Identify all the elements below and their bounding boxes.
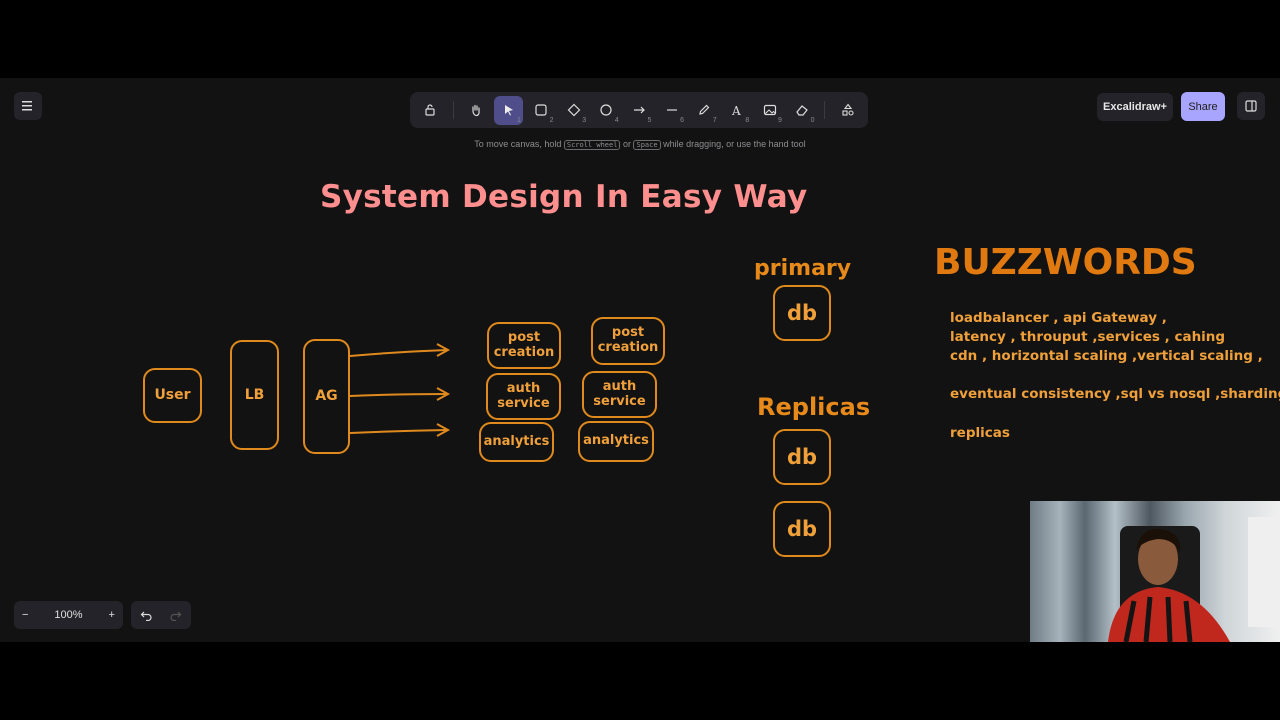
kbd-space: Space [633, 140, 661, 150]
replica-db-box-2[interactable]: db [773, 501, 831, 557]
auth-service-box-2[interactable]: auth service [582, 371, 657, 418]
buzzword-line: eventual consistency ,sql vs nosql ,shar… [950, 386, 1280, 402]
analytics-box-2[interactable]: analytics [578, 421, 654, 462]
library-sidebar-button[interactable] [1237, 92, 1265, 120]
pointer-icon [504, 105, 513, 116]
replicas-label: Replicas [757, 393, 871, 421]
tool-shortcut: 3 [582, 116, 587, 124]
ellipse-icon [600, 104, 613, 116]
tool-extra[interactable] [833, 96, 862, 125]
webcam-overlay [1030, 501, 1280, 642]
shapes-library-icon [842, 103, 854, 116]
main-menu-button[interactable] [14, 92, 42, 120]
ag-box[interactable]: AG [303, 339, 350, 454]
tool-shortcut: 9 [777, 116, 782, 124]
eraser-icon [796, 105, 809, 116]
text-icon: A [731, 104, 741, 117]
tool-ellipse[interactable]: 4 [592, 96, 621, 125]
routing-arrows [349, 343, 451, 437]
primary-db-box[interactable]: db [773, 285, 831, 341]
pencil-icon [699, 104, 710, 115]
kbd-scroll-wheel: Scroll wheel [563, 140, 621, 150]
tool-lock[interactable] [416, 96, 445, 125]
buzzword-line: cdn , horizontal scaling ,vertical scali… [950, 348, 1263, 364]
post-creation-box-1[interactable]: post creation [487, 322, 561, 369]
canvas-hint: To move canvas, hold Scroll wheel or Spa… [474, 139, 806, 150]
lb-box[interactable]: LB [230, 340, 279, 450]
tool-shortcut: 2 [549, 116, 554, 124]
line-icon [666, 109, 677, 111]
buzzword-line: loadbalancer , api Gateway , [950, 310, 1167, 326]
excalidraw-app: 1 2 3 4 5 6 7 A 8 [0, 78, 1280, 642]
tool-selection[interactable]: 1 [494, 95, 523, 125]
user-box[interactable]: User [143, 368, 202, 423]
redo-icon[interactable] [170, 609, 182, 621]
shapes-toolbar: 1 2 3 4 5 6 7 A 8 [410, 92, 868, 128]
zoom-controls: − 100% + [14, 601, 123, 629]
buzzword-line: latency , throuput ,services , cahing [950, 329, 1226, 345]
tool-draw[interactable]: 7 [690, 96, 719, 125]
svg-text:A: A [731, 104, 741, 117]
diamond-icon [567, 103, 581, 117]
tool-image[interactable]: 9 [755, 96, 784, 125]
undo-icon[interactable] [140, 609, 152, 621]
zoom-in-button[interactable]: + [108, 609, 115, 621]
tool-shortcut: 6 [680, 116, 684, 124]
tool-shortcut: 4 [614, 116, 619, 124]
primary-label: primary [754, 256, 852, 281]
sidebar-icon [1245, 100, 1257, 112]
toolbar-divider [452, 101, 454, 119]
auth-service-box-1[interactable]: auth service [486, 373, 561, 420]
toolbar-divider [824, 101, 826, 119]
tool-eraser[interactable]: 0 [788, 96, 817, 125]
tool-diamond[interactable]: 3 [559, 96, 588, 125]
canvas-title: System Design In Easy Way [320, 179, 808, 215]
buzzwords-title: BUZZWORDS [934, 242, 1197, 283]
tool-shortcut: 1 [516, 116, 521, 124]
buzzword-line: replicas [950, 425, 1010, 441]
rectangle-icon [535, 104, 547, 116]
tool-line[interactable]: 6 [657, 96, 686, 125]
replica-db-box-1[interactable]: db [773, 429, 831, 485]
excalidraw-plus-button[interactable]: Excalidraw+ [1097, 93, 1173, 121]
tool-shortcut: 7 [712, 116, 717, 124]
arrow-icon [634, 106, 645, 114]
image-icon [763, 104, 776, 116]
post-creation-box-2[interactable]: post creation [591, 317, 665, 365]
zoom-level[interactable]: 100% [54, 609, 83, 621]
tool-hand[interactable] [462, 96, 491, 125]
share-button[interactable]: Share [1181, 92, 1225, 121]
tool-rectangle[interactable]: 2 [527, 96, 556, 125]
undo-redo-controls [131, 601, 191, 629]
tool-arrow[interactable]: 5 [625, 96, 654, 125]
menu-icon [22, 101, 32, 111]
presenter-video [1108, 517, 1280, 642]
hand-icon [472, 104, 480, 117]
tool-shortcut: 8 [745, 116, 750, 124]
tool-shortcut: 5 [647, 116, 652, 124]
zoom-out-button[interactable]: − [22, 609, 29, 621]
lock-icon [425, 104, 435, 116]
analytics-box-1[interactable]: analytics [479, 422, 554, 462]
tool-shortcut: 0 [810, 116, 815, 124]
tool-text[interactable]: A 8 [723, 96, 752, 125]
